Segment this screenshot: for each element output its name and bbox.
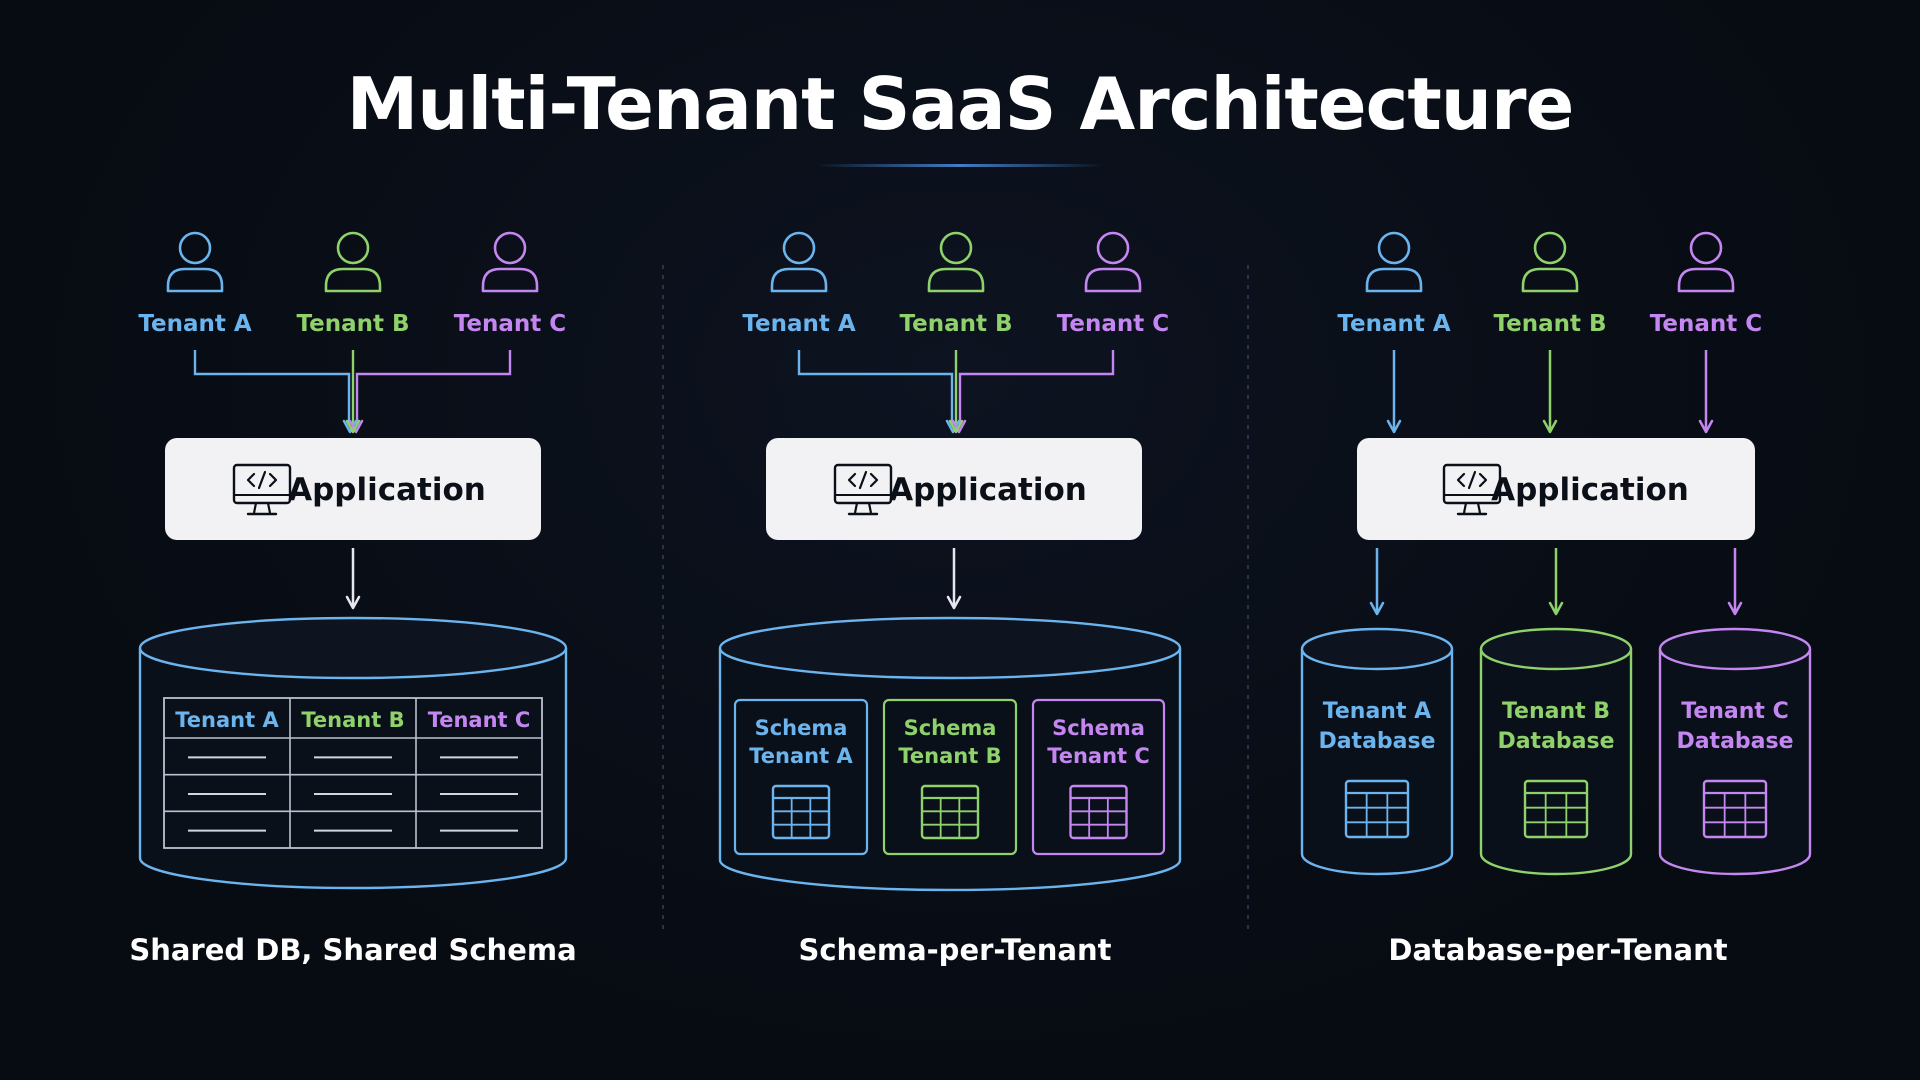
tenant-2: Tenant B bbox=[899, 231, 1013, 337]
arrow-head bbox=[1548, 601, 1564, 616]
table-header: Tenant A bbox=[175, 708, 279, 732]
tenant-label: Tenant B bbox=[296, 311, 409, 337]
arrow-head bbox=[1727, 601, 1743, 616]
schema-label: Tenant C bbox=[1047, 744, 1150, 768]
user-icon bbox=[1084, 231, 1142, 293]
schema-label: Tenant A bbox=[749, 744, 853, 768]
application-box: Application bbox=[1357, 438, 1755, 540]
arrow-head bbox=[945, 419, 961, 434]
tenant-database: Tenant A Database bbox=[1300, 627, 1454, 876]
user-icon bbox=[1365, 231, 1423, 293]
schema-label: Schema bbox=[904, 716, 997, 740]
user-icon bbox=[481, 231, 539, 293]
panel-caption: Database-per-Tenant bbox=[1388, 933, 1727, 967]
database-label: Database bbox=[1318, 729, 1435, 754]
application-label: Application bbox=[1491, 472, 1689, 508]
application-label: Application bbox=[288, 472, 486, 508]
schema-label: Schema bbox=[755, 716, 848, 740]
tenant-1: Tenant A bbox=[742, 231, 856, 337]
tenant-connectors bbox=[193, 350, 512, 434]
database-label: Database bbox=[1497, 729, 1614, 754]
tenant-3: Tenant C bbox=[1650, 231, 1762, 337]
table-grid-icon bbox=[771, 784, 831, 840]
arrow-head bbox=[348, 419, 364, 434]
schema-label: Schema bbox=[1052, 716, 1145, 740]
database-label: Tenant A bbox=[1323, 699, 1431, 724]
connector-c bbox=[355, 350, 512, 425]
table-grid-icon bbox=[1702, 779, 1768, 839]
panel-schema-per-tenant: Tenant A Tenant B Tenant C ApplicationSchem… bbox=[718, 231, 1182, 967]
monitor-code-icon bbox=[833, 463, 893, 516]
tenant-label: Tenant B bbox=[1493, 311, 1606, 337]
monitor-code-icon bbox=[1442, 463, 1502, 516]
arrow-head bbox=[345, 419, 361, 434]
tenant-connectors bbox=[797, 350, 1115, 434]
tenant-label: Tenant B bbox=[899, 311, 1012, 337]
database-label: Tenant B bbox=[1502, 699, 1610, 724]
arrow-head bbox=[1386, 419, 1402, 434]
tenant-1: Tenant A bbox=[1337, 231, 1451, 337]
tenant-3: Tenant C bbox=[1057, 231, 1169, 337]
schema-label: Tenant B bbox=[898, 744, 1001, 768]
connector-c bbox=[958, 350, 1115, 425]
tenant-label: Tenant C bbox=[1650, 311, 1762, 337]
user-icon bbox=[770, 231, 828, 293]
tenant-3: Tenant C bbox=[454, 231, 566, 337]
application-box: Application bbox=[165, 438, 541, 540]
arrow-head bbox=[1369, 601, 1385, 616]
title-underline bbox=[815, 164, 1105, 167]
user-icon bbox=[1677, 231, 1735, 293]
database-label: Tenant C bbox=[1681, 699, 1789, 724]
arrow-head bbox=[1542, 419, 1558, 434]
table-header: Tenant B bbox=[301, 708, 404, 732]
tenant-label: Tenant C bbox=[454, 311, 566, 337]
database-label: Database bbox=[1676, 729, 1793, 754]
tenant-label: Tenant A bbox=[742, 311, 856, 337]
connector-a bbox=[797, 350, 954, 425]
tenant-2: Tenant B bbox=[1493, 231, 1607, 337]
table-grid-icon bbox=[920, 784, 980, 840]
tenant-label: Tenant A bbox=[138, 311, 252, 337]
tenant-database: Tenant B Database bbox=[1479, 627, 1633, 876]
tenant-label: Tenant A bbox=[1337, 311, 1451, 337]
arrow-head bbox=[345, 595, 361, 610]
table-grid-icon bbox=[1344, 779, 1410, 839]
tenant-1: Tenant A bbox=[138, 231, 252, 337]
monitor-code-icon bbox=[232, 463, 292, 516]
table-header: Tenant C bbox=[428, 708, 531, 732]
table-grid-icon bbox=[1523, 779, 1589, 839]
tenant-label: Tenant C bbox=[1057, 311, 1169, 337]
page-title: Multi-Tenant SaaS Architecture bbox=[346, 62, 1575, 146]
shared-table: Tenant A Tenant B Tenant C bbox=[163, 697, 543, 849]
arrow-head bbox=[948, 419, 964, 434]
user-icon bbox=[166, 231, 224, 293]
arrow-head bbox=[951, 419, 967, 434]
user-icon bbox=[927, 231, 985, 293]
panel-caption: Shared DB, Shared Schema bbox=[129, 933, 576, 967]
shared-database: Tenant A Tenant B Tenant C bbox=[138, 616, 568, 890]
application-label: Application bbox=[889, 472, 1087, 508]
tenant-database: Tenant C Database bbox=[1658, 627, 1812, 876]
connector-a bbox=[193, 350, 351, 425]
panel-caption: Schema-per-Tenant bbox=[798, 933, 1111, 967]
user-icon bbox=[1521, 231, 1579, 293]
application-box: Application bbox=[766, 438, 1142, 540]
table-grid-icon bbox=[1069, 784, 1128, 840]
user-icon bbox=[324, 231, 382, 293]
tenant-2: Tenant B bbox=[296, 231, 410, 337]
arrow-head bbox=[342, 419, 358, 434]
arrow-head bbox=[1698, 419, 1714, 434]
arrow-head bbox=[946, 595, 962, 610]
